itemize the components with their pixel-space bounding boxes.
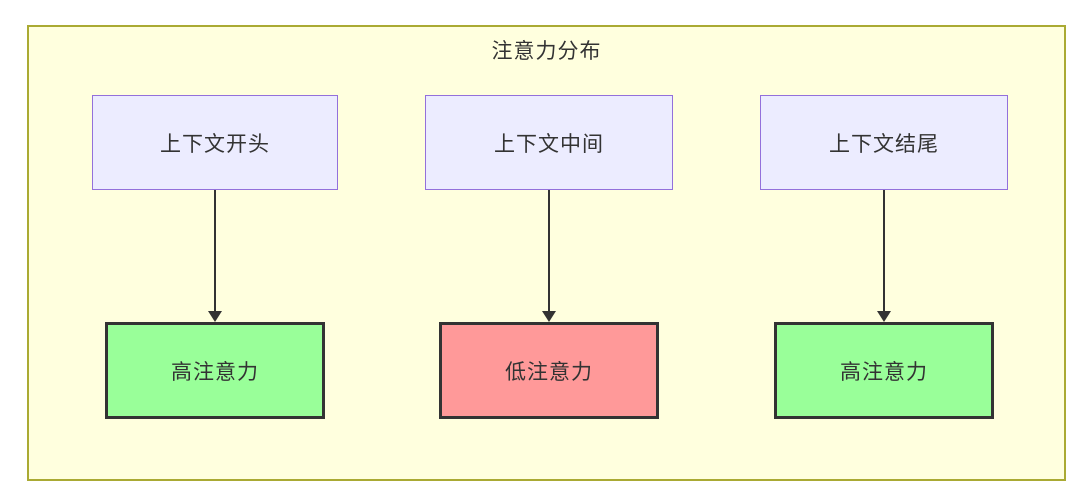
arrowhead-icon <box>542 311 556 322</box>
node-high-attention-1: 高注意力 <box>105 322 325 419</box>
node-label: 高注意力 <box>840 360 928 384</box>
arrowhead-icon <box>208 311 222 322</box>
node-label: 低注意力 <box>505 360 593 384</box>
node-label: 高注意力 <box>171 360 259 384</box>
node-label: 上下文中间 <box>494 132 604 156</box>
arrow-edge-end-to-high <box>877 190 891 322</box>
attention-distribution-group: 注意力分布 上下文开头 上下文中间 上下文结尾 高注意力 <box>27 25 1066 481</box>
node-label: 上下文开头 <box>160 132 270 156</box>
arrow-edge-start-to-high <box>208 190 222 322</box>
node-context-end: 上下文结尾 <box>760 95 1008 190</box>
node-context-start: 上下文开头 <box>92 95 338 190</box>
diagram-title: 注意力分布 <box>491 40 602 63</box>
node-label: 上下文结尾 <box>829 132 939 156</box>
arrow-edge-middle-to-low <box>542 190 556 322</box>
arrowhead-icon <box>877 311 891 322</box>
node-high-attention-2: 高注意力 <box>774 322 994 419</box>
node-context-middle: 上下文中间 <box>425 95 673 190</box>
node-low-attention: 低注意力 <box>439 322 659 419</box>
